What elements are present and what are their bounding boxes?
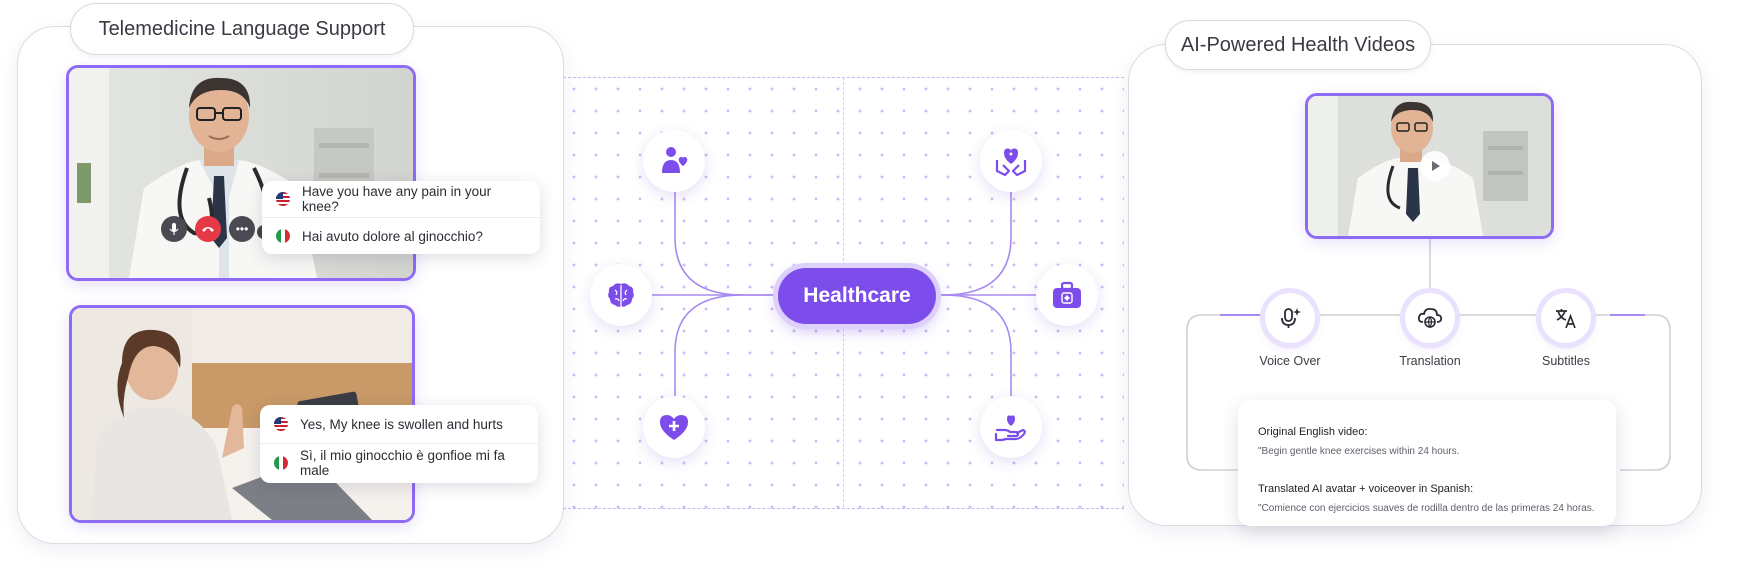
brain-node[interactable] <box>590 264 652 326</box>
chat-bubble-2: Yes, My knee is swollen and hurts Sì, il… <box>260 405 538 483</box>
feature-subtitles[interactable] <box>1541 293 1591 343</box>
telemedicine-title: Telemedicine Language Support <box>98 17 386 40</box>
hand-heart-node[interactable] <box>980 396 1042 458</box>
healthcare-hub[interactable]: Healthcare <box>778 268 936 324</box>
feature-translation[interactable] <box>1405 293 1455 343</box>
voice-over-button[interactable] <box>1265 293 1315 343</box>
chat-line-italian: Sì, il mio ginocchio è gonfioe mi fa mal… <box>260 443 538 482</box>
patient-care-icon <box>662 147 689 173</box>
connector-lines <box>630 189 1064 413</box>
play-button[interactable] <box>1420 151 1450 181</box>
more-icon: ••• <box>235 222 249 236</box>
heart-plus-node[interactable] <box>643 396 705 458</box>
translated-video-title: Translated AI avatar + voiceover in Span… <box>1258 483 1474 495</box>
hand-heart-icon <box>994 415 1026 442</box>
translation-label: Translation <box>1399 354 1461 368</box>
mic-icon <box>169 223 179 235</box>
voice-over-label: Voice Over <box>1259 354 1321 368</box>
original-video-text: "Begin gentle knee exercises within 24 h… <box>1258 446 1460 457</box>
translation-info-card: Original English video: "Begin gentle kn… <box>1238 400 1616 526</box>
original-video-title: Original English video: <box>1258 426 1368 438</box>
subtitles-label: Subtitles <box>1542 354 1590 368</box>
cloud-globe-icon <box>1417 307 1443 329</box>
chat-line-english: Have you have any pain in your knee? <box>262 181 540 217</box>
chat-text: Hai avuto dolore al ginocchio? <box>302 228 483 244</box>
feature-voice-over[interactable] <box>1265 293 1315 343</box>
telemedicine-title-pill: Telemedicine Language Support <box>70 3 414 55</box>
health-videos-title-pill: AI-Powered Health Videos <box>1165 20 1431 70</box>
chat-line-english: Yes, My knee is swollen and hurts <box>260 405 538 443</box>
end-call-icon <box>202 227 214 232</box>
it-flag-icon <box>274 456 288 470</box>
heart-hands-icon <box>995 148 1027 177</box>
medical-kit-icon <box>1053 281 1081 308</box>
translation-button[interactable] <box>1405 293 1455 343</box>
play-icon <box>1432 161 1440 171</box>
translate-icon <box>1556 309 1576 329</box>
brain-icon <box>608 283 634 307</box>
chat-text: Have you have any pain in your knee? <box>302 184 492 214</box>
mic-sparkle-icon <box>1281 308 1301 328</box>
chat-bubble-1: Have you have any pain in your knee? Hai… <box>262 181 540 254</box>
end-call-button[interactable] <box>195 216 221 242</box>
health-video-player[interactable] <box>1305 93 1554 239</box>
us-flag-icon <box>274 417 288 431</box>
it-flag-icon <box>276 229 290 243</box>
chat-text: Yes, My knee is swollen and hurts <box>300 416 503 432</box>
medical-kit-node[interactable] <box>1036 264 1098 326</box>
chat-text: Sì, il mio ginocchio è gonfioe mi fa mal… <box>300 448 505 478</box>
heart-plus-icon <box>660 415 688 440</box>
patient-care-node[interactable] <box>643 130 705 192</box>
hub-label: Healthcare <box>803 284 911 307</box>
us-flag-icon <box>276 192 290 206</box>
translated-video-text: "Comience con ejercicios suaves de rodil… <box>1258 503 1595 514</box>
mic-button[interactable] <box>161 216 187 242</box>
chat-line-italian: Hai avuto dolore al ginocchio? <box>262 217 540 254</box>
subtitles-button[interactable] <box>1541 293 1591 343</box>
health-video-image <box>1308 96 1551 236</box>
heart-hands-node[interactable] <box>980 130 1042 192</box>
health-videos-title: AI-Powered Health Videos <box>1180 33 1416 56</box>
more-button[interactable]: ••• <box>229 216 255 242</box>
